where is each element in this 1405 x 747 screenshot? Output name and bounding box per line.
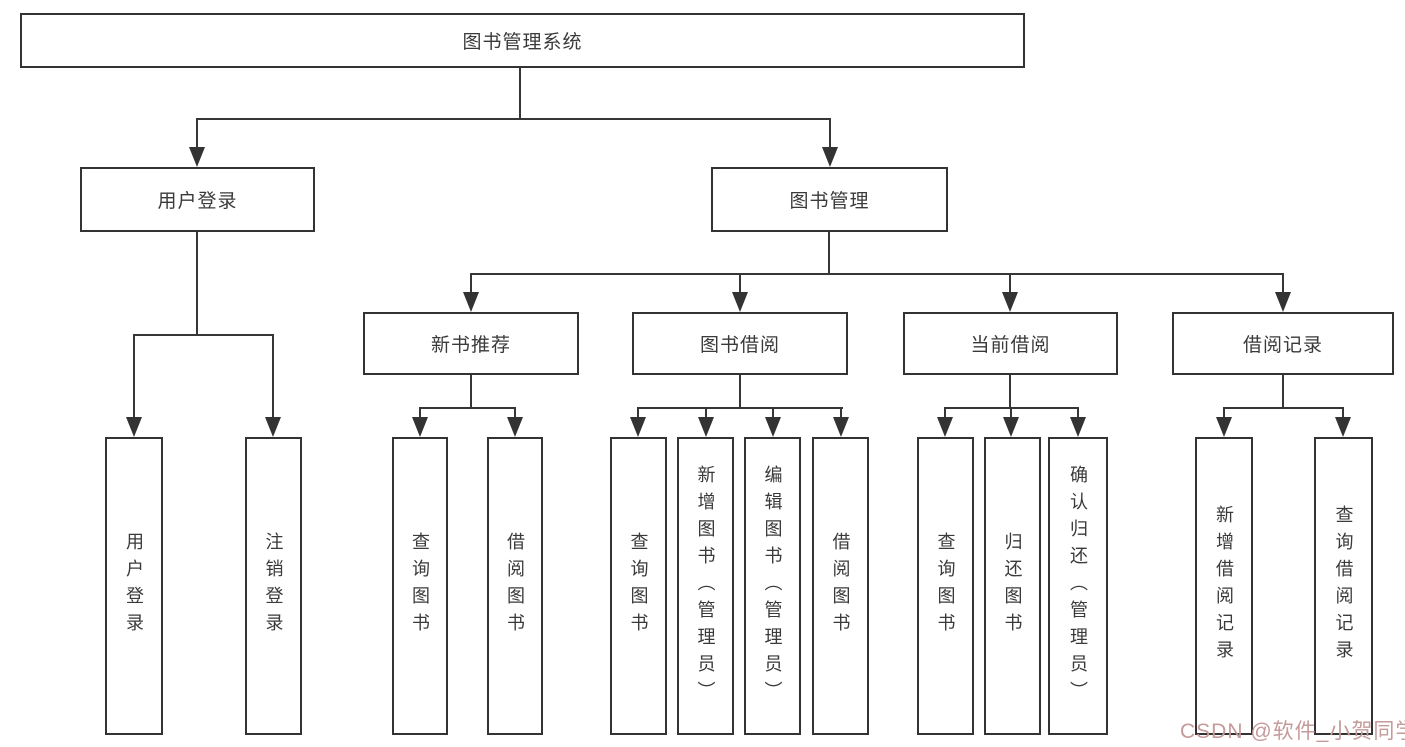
leaf-edit-book-admin-label: 编辑图书（管理员） [762,464,783,708]
leaf-return-book-label: 归还图书 [1002,532,1023,640]
node-borrow-records: 借阅记录 [1172,312,1394,375]
connector [519,68,521,118]
connector [1282,375,1284,407]
leaf-borrow-books: 借阅图书 [812,437,869,735]
connector [419,407,421,417]
node-book-borrow: 图书借阅 [632,312,848,375]
node-book-management: 图书管理 [711,167,948,232]
arrow-down-icon [937,417,953,437]
connector [944,407,946,417]
connector [133,334,274,336]
leaf-query-books-current-label: 查询图书 [935,532,956,640]
node-root-label: 图书管理系统 [462,32,583,53]
node-new-book-recommend: 新书推荐 [363,312,579,375]
connector [471,273,1283,275]
leaf-user-login: 用户登录 [105,437,163,735]
connector [1282,273,1284,292]
connector [1009,375,1011,407]
leaf-edit-book-admin: 编辑图书（管理员） [744,437,801,735]
arrow-down-icon [189,147,205,167]
node-user-login-branch: 用户登录 [80,167,315,232]
leaf-logout-label: 注销登录 [263,532,284,640]
node-new-book-recommend-label: 新书推荐 [430,335,511,356]
arrow-down-icon [732,292,748,312]
leaf-add-book-admin-label: 新增图书（管理员） [695,464,716,708]
node-borrow-records-label: 借阅记录 [1242,335,1323,356]
node-book-borrow-label: 图书借阅 [699,335,780,356]
arrow-down-icon [1335,417,1351,437]
arrow-down-icon [698,417,714,437]
connector [196,118,198,148]
connector [840,407,842,417]
connector [514,407,516,417]
arrow-down-icon [765,417,781,437]
leaf-query-books-recommend: 查询图书 [392,437,448,735]
leaf-confirm-return-admin-label: 确认归还（管理员） [1068,464,1088,708]
connector [272,334,274,417]
connector [1342,407,1344,417]
node-user-login-label: 用户登录 [157,191,238,212]
leaf-borrow-books-label: 借阅图书 [830,532,851,640]
node-current-borrow-label: 当前借阅 [970,335,1051,356]
connector [1077,407,1079,417]
arrow-down-icon [507,417,523,437]
connector [419,407,516,409]
arrow-down-icon [822,147,838,167]
connector [637,407,639,417]
leaf-return-book: 归还图书 [984,437,1041,735]
leaf-query-books-current: 查询图书 [917,437,974,735]
leaf-add-borrow-record: 新增借阅记录 [1195,437,1253,735]
leaf-logout: 注销登录 [245,437,302,735]
leaf-confirm-return-admin: 确认归还（管理员） [1048,437,1108,735]
leaf-add-borrow-record-label: 新增借阅记录 [1214,505,1234,667]
arrow-down-icon [1070,417,1086,437]
arrow-down-icon [412,417,428,437]
leaf-borrow-books-recommend: 借阅图书 [487,437,543,735]
connector [637,407,843,409]
node-book-management-label: 图书管理 [789,191,870,212]
leaf-query-books-borrow: 查询图书 [610,437,667,735]
arrow-down-icon [833,417,849,437]
leaf-user-login-label: 用户登录 [124,532,144,640]
arrow-down-icon [126,417,142,437]
connector [133,334,135,417]
connector [705,407,707,417]
connector [1223,407,1225,417]
leaf-query-borrow-record-label: 查询借阅记录 [1333,505,1354,667]
node-root: 图书管理系统 [20,13,1025,68]
connector [739,375,741,407]
leaf-borrow-books-recommend-label: 借阅图书 [505,532,525,640]
leaf-add-book-admin: 新增图书（管理员） [677,437,734,735]
leaf-query-books-borrow-label: 查询图书 [628,532,649,640]
connector [196,118,831,120]
connector [1223,407,1344,409]
csdn-watermark: CSDN @软件_小贺同学 [1180,720,1405,743]
connector [828,232,830,273]
node-current-borrow: 当前借阅 [903,312,1118,375]
connector [739,273,741,292]
arrow-down-icon [463,292,479,312]
leaf-query-books-recommend-label: 查询图书 [410,532,430,640]
leaf-query-borrow-record: 查询借阅记录 [1314,437,1373,735]
arrow-down-icon [265,417,281,437]
arrow-down-icon [1002,292,1018,312]
arrow-down-icon [1275,292,1291,312]
connector [1009,273,1011,292]
arrow-down-icon [630,417,646,437]
connector [829,118,831,148]
connector [772,407,774,417]
connector [1010,407,1012,417]
connector [470,375,472,407]
arrow-down-icon [1216,417,1232,437]
connector [470,273,472,292]
connector [196,232,198,334]
arrow-down-icon [1003,417,1019,437]
